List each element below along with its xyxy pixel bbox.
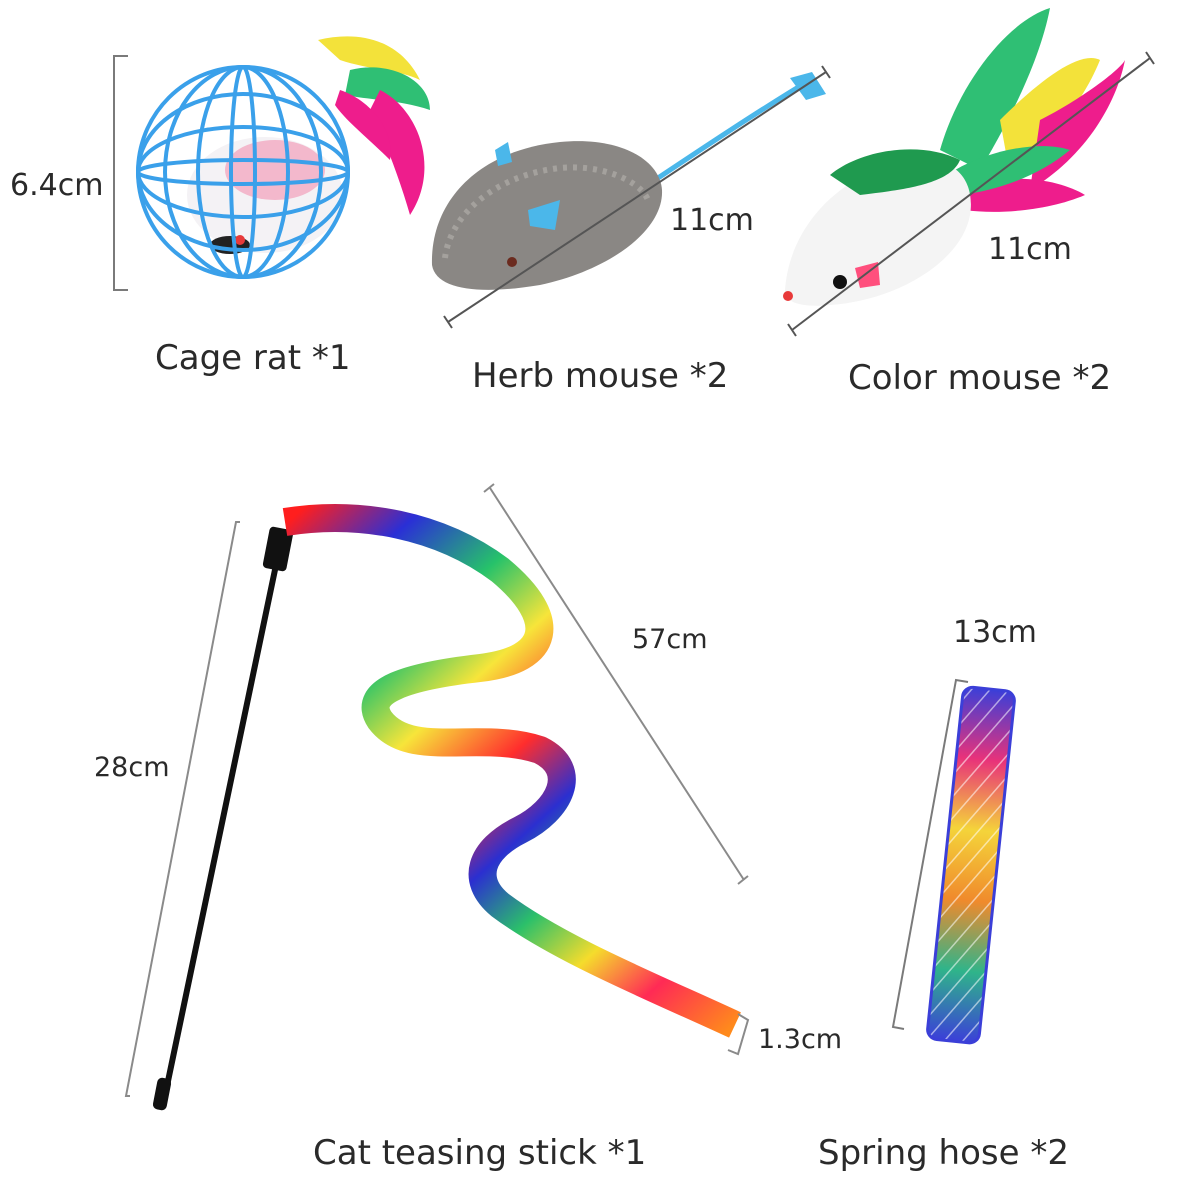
herb-mouse-length-guide xyxy=(447,71,827,323)
cage-rat-size-label: 6.4cm xyxy=(10,168,104,203)
spring-hose-name-label: Spring hose *2 xyxy=(818,1133,1069,1173)
color-mouse-length-guide xyxy=(791,57,1151,331)
stick-length-guide xyxy=(124,521,240,1097)
rainbow-ribbon-icon xyxy=(282,504,741,1038)
herb-mouse-size-label: 11cm xyxy=(670,203,754,238)
cage-rat-toy-icon xyxy=(136,36,430,279)
cage-rat-height-guide xyxy=(113,55,128,291)
ribbon-length-label: 57cm xyxy=(632,624,708,655)
cage-rat-name-label: Cage rat *1 xyxy=(155,338,351,378)
spring-hose-icon xyxy=(926,685,1016,1045)
color-mouse-toy-icon xyxy=(783,8,1125,306)
ribbon-length-guide xyxy=(489,487,745,881)
color-mouse-size-label: 11cm xyxy=(988,232,1072,267)
ribbon-width-label: 1.3cm xyxy=(758,1024,843,1055)
herb-mouse-name-label: Herb mouse *2 xyxy=(472,356,729,396)
herb-mouse-toy-icon xyxy=(431,72,826,290)
stick-length-label: 28cm xyxy=(94,752,170,783)
color-mouse-name-label: Color mouse *2 xyxy=(848,358,1112,398)
ribbon-width-guide xyxy=(727,1013,750,1056)
spring-hose-size-label: 13cm xyxy=(953,615,1037,650)
teasing-stick-icon xyxy=(152,526,294,1111)
teasing-stick-name-label: Cat teasing stick *1 xyxy=(313,1133,647,1173)
spring-hose-length-guide xyxy=(891,678,969,1030)
